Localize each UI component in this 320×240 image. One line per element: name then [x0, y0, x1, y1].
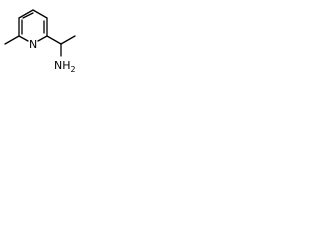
ring-bond-c5-n	[37, 35, 48, 42]
side-chain-bond-ring	[46, 35, 62, 45]
ring-bond-c2-c3	[18, 9, 34, 19]
ring-bond-c3-c4	[32, 9, 48, 19]
ring-bond-n-c1	[18, 35, 29, 42]
ring-double-bond-inner-top	[22, 12, 34, 19]
amine-subscript: 2	[71, 65, 76, 73]
molecule-structure-diagram: N NH2	[4, 9, 76, 73]
methyl-bond	[4, 35, 20, 45]
side-chain-bond-methyl	[60, 35, 76, 45]
amine-nh-text: NH	[54, 59, 71, 72]
ring-nitrogen-label: N	[29, 38, 37, 51]
ethylamine-side-chain	[46, 35, 76, 57]
pyridine-ring	[18, 9, 48, 42]
amine-label: NH2	[54, 59, 76, 73]
